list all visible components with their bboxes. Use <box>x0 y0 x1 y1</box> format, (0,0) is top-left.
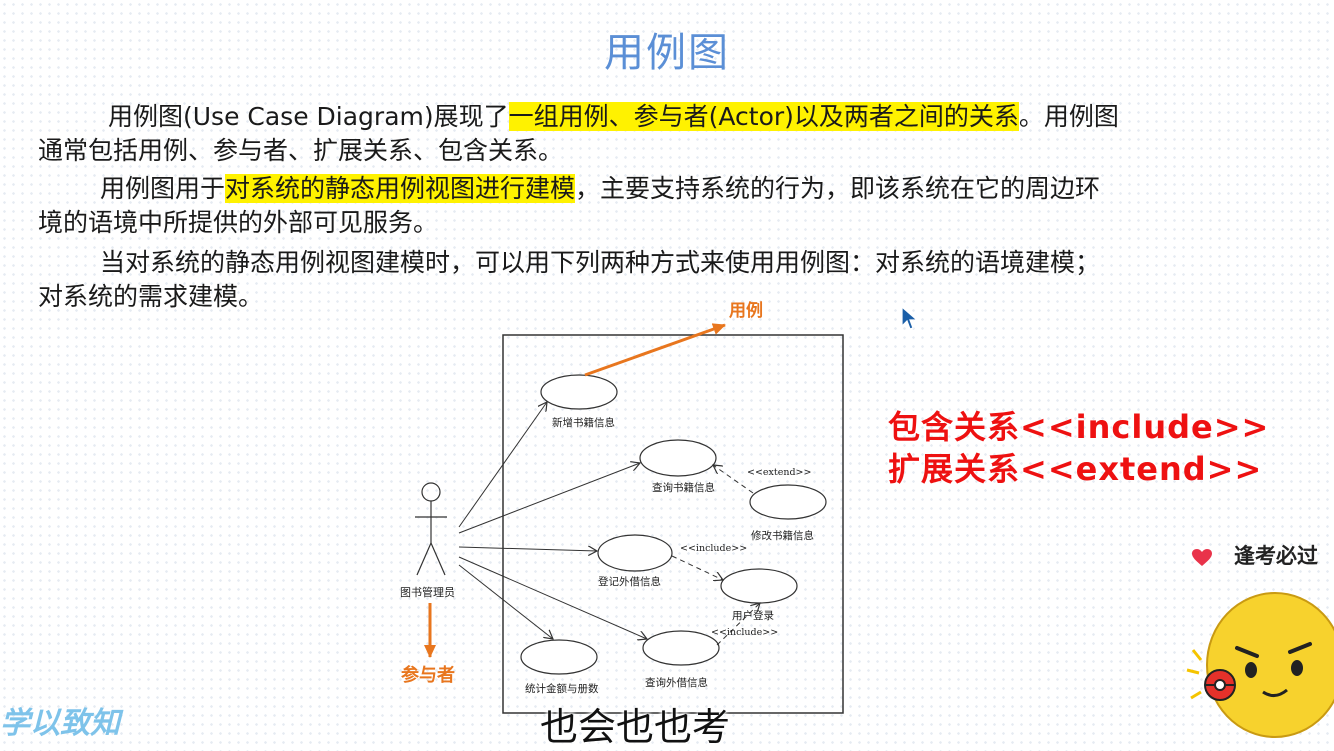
p1-before: 用例图(Use Case Diagram)展现了 <box>108 102 509 131</box>
p3-line1: 当对系统的静态用例视图建模时，可以用下列两种方式来使用用例图：对系统的语境建模； <box>100 248 1101 277</box>
use-case-callout-label: 用例 <box>729 300 763 321</box>
use-case-user-login <box>720 568 798 604</box>
assoc-register-loan <box>458 547 597 551</box>
include-stereotype-2: <<include>> <box>711 627 778 638</box>
include-dependency-register <box>671 555 723 580</box>
use-case-register-loan <box>597 534 673 572</box>
extend-dependency <box>713 465 754 494</box>
use-case-add-book <box>540 374 618 410</box>
include-relation-note: 包含关系<<include>> <box>888 408 1270 446</box>
watermark-left: 学以致知 <box>0 706 120 741</box>
label-add-book: 新增书籍信息 <box>552 416 615 429</box>
use-case-query-loan <box>642 630 720 666</box>
actor-callout-label: 参与者 <box>401 664 455 686</box>
use-case-modify-book <box>749 484 827 520</box>
p1-line2: 通常包括用例、参与者、扩展关系、包含关系。 <box>38 136 564 165</box>
label-user-login: 用户登录 <box>732 609 774 622</box>
label-stats: 统计金额与册数 <box>525 682 599 695</box>
heart-icon <box>1192 549 1212 566</box>
p3-line2: 对系统的需求建模。 <box>38 282 264 311</box>
video-subtitle: 也会也也考 <box>540 705 731 749</box>
paragraph-2: 用例图用于对系统的静态用例视图进行建模，主要支持系统的行为，即该系统在它的周边环… <box>38 172 1300 240</box>
assoc-stats <box>458 564 553 639</box>
label-modify-book: 修改书籍信息 <box>751 529 814 542</box>
use-case-query-book <box>639 439 717 477</box>
paragraph-3: 当对系统的静态用例视图建模时，可以用下列两种方式来使用用例图：对系统的语境建模；… <box>38 246 1300 314</box>
paragraph-1: 用例图(Use Case Diagram)展现了一组用例、参与者(Actor)以… <box>38 100 1300 168</box>
p2-line2: 境的语境中所提供的外部可见服务。 <box>38 208 439 237</box>
system-boundary <box>502 334 844 714</box>
actor-icon <box>415 482 447 576</box>
assoc-add-book <box>458 402 547 528</box>
assoc-query-loan <box>458 556 647 639</box>
slide-title: 用例图 <box>604 30 730 76</box>
mascot-icon <box>1186 592 1334 738</box>
use-case-callout-arrow <box>584 323 726 377</box>
label-query-loan: 查询外借信息 <box>645 676 708 689</box>
extend-relation-note: 扩展关系<<extend>> <box>888 450 1263 488</box>
label-register-loan: 登记外借信息 <box>598 575 661 588</box>
actor-label: 图书管理员 <box>400 585 455 599</box>
include-dependency-query-loan <box>716 603 760 646</box>
p2-after: ，主要支持系统的行为，即该系统在它的周边环 <box>575 174 1101 203</box>
p2-highlight: 对系统的静态用例视图进行建模 <box>225 174 576 203</box>
label-query-book: 查询书籍信息 <box>652 481 715 494</box>
p2-before: 用例图用于 <box>100 174 226 203</box>
use-case-stats <box>520 639 598 675</box>
watermark-right: 逢考必过 <box>1234 544 1318 568</box>
use-case-diagram: 图书管理员 参与者 新增书籍信息 查询书籍信息 修改书籍信息 登记外借信息 用户… <box>400 300 844 714</box>
include-stereotype-1: <<include>> <box>680 543 747 554</box>
p1-after: 。用例图 <box>1018 102 1119 131</box>
assoc-query-book <box>458 463 640 534</box>
mouse-cursor-icon <box>901 306 919 330</box>
extend-stereotype: <<extend>> <box>747 467 811 478</box>
p1-highlight: 一组用例、参与者(Actor)以及两者之间的关系 <box>508 102 1019 131</box>
